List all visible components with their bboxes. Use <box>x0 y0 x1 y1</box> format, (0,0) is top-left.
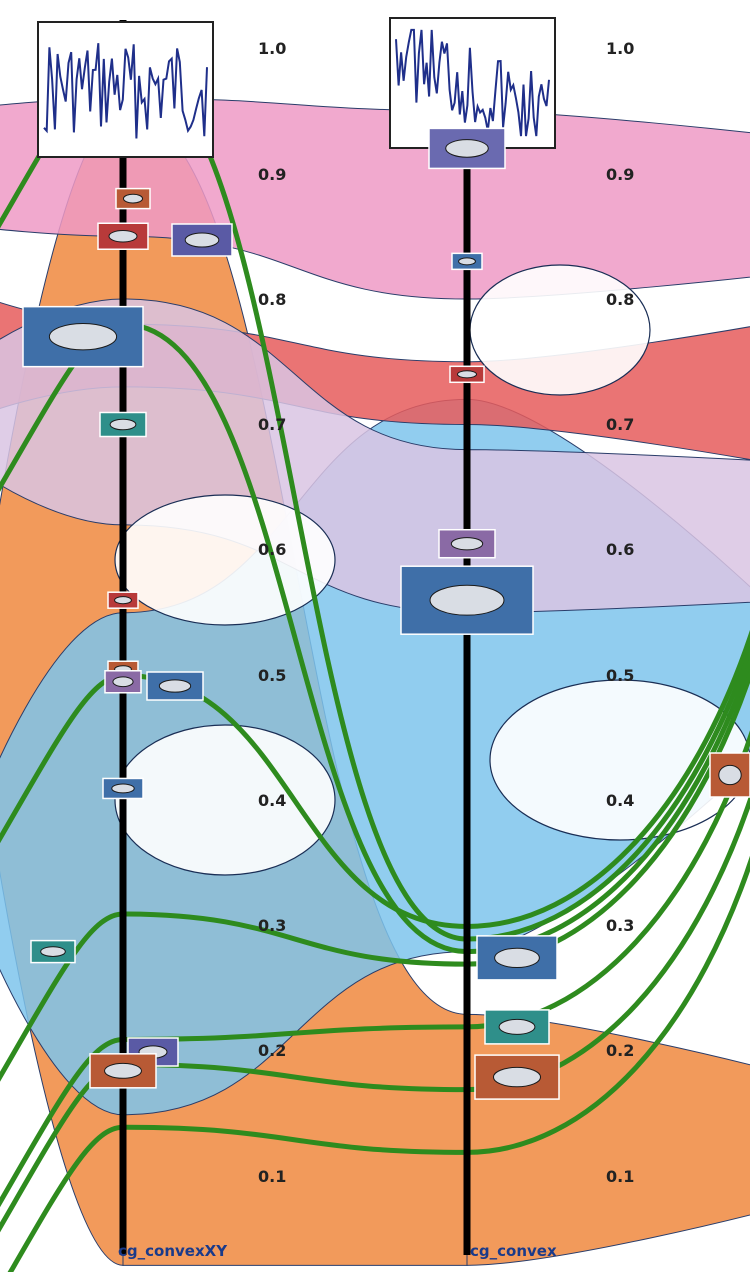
highlighted-polyline[interactable] <box>0 644 750 1094</box>
shape-icon <box>492 1066 542 1088</box>
shape-icon <box>718 764 742 786</box>
highlighted-polyline[interactable] <box>0 607 750 930</box>
axis-cg-convex: 0.1 0.2 0.3 0.4 0.5 0.6 0.7 0.8 0.9 1.0 … <box>389 17 634 1260</box>
shape-icon <box>158 679 192 693</box>
tick-label: 0.6 <box>258 540 286 559</box>
tick-label: 0.9 <box>258 165 286 184</box>
histogram-sparkline <box>395 28 550 137</box>
shape-icon <box>450 537 484 551</box>
highlighted-polyline[interactable] <box>0 832 750 1272</box>
shape-thumbnail[interactable] <box>484 1009 550 1045</box>
shape-thumbnail[interactable] <box>22 305 144 368</box>
shape-thumbnails <box>22 127 750 1100</box>
shape-thumbnail[interactable] <box>30 939 76 964</box>
tick-label: 0.1 <box>258 1167 286 1186</box>
shape-thumbnail[interactable] <box>102 777 144 800</box>
shape-thumbnail[interactable] <box>451 252 483 271</box>
shape-icon <box>48 322 118 351</box>
shape-icon <box>122 193 144 204</box>
tick-label: 0.2 <box>258 1041 286 1060</box>
shape-icon <box>429 584 505 616</box>
shape-icon <box>456 370 478 379</box>
tick-label: 1.0 <box>258 39 286 58</box>
axis-title[interactable]: cg_convexXY <box>118 1242 228 1260</box>
tick-label: 0.7 <box>258 415 286 434</box>
histogram-sparkline <box>43 43 208 139</box>
flow-band-right <box>466 449 750 614</box>
shape-thumbnail[interactable] <box>97 222 149 250</box>
tick-label: 0.4 <box>258 791 286 810</box>
shape-thumbnail[interactable] <box>428 127 506 170</box>
tick-label: 1.0 <box>606 39 634 58</box>
tick-label: 0.8 <box>258 290 286 309</box>
shape-icon <box>104 1062 142 1079</box>
band-gap <box>114 724 336 876</box>
band-gap <box>114 494 336 626</box>
axis-title[interactable]: cg_convex <box>470 1242 557 1260</box>
shape-thumbnail[interactable] <box>474 1054 560 1100</box>
shape-icon <box>494 947 540 969</box>
shape-icon <box>109 418 137 431</box>
highlighted-polyline[interactable] <box>0 707 750 1220</box>
shape-icon <box>114 596 132 605</box>
shape-thumbnail[interactable] <box>115 187 151 210</box>
shape-icon <box>108 230 138 243</box>
band-gap <box>469 264 651 396</box>
tick-label: 0.9 <box>606 165 634 184</box>
shape-thumbnail[interactable] <box>438 528 496 559</box>
histogram-thumbnail <box>37 21 214 158</box>
tick-label: 0.5 <box>606 666 634 685</box>
tick-label: 0.6 <box>606 540 634 559</box>
axis-cg-convexXY: 0.1 0.2 0.3 0.4 0.5 0.6 0.7 0.8 0.9 1.0 … <box>37 20 286 1260</box>
shape-icon <box>184 232 220 248</box>
shape-thumbnail[interactable] <box>171 223 233 257</box>
shape-thumbnail[interactable] <box>476 935 558 981</box>
shape-icon <box>458 257 476 266</box>
tick-label: 0.2 <box>606 1041 634 1060</box>
shape-thumbnail[interactable] <box>104 670 142 694</box>
shape-icon <box>498 1018 536 1035</box>
shape-thumbnail[interactable] <box>99 411 147 438</box>
shape-thumbnail[interactable] <box>449 365 485 384</box>
tick-label: 0.4 <box>606 791 634 810</box>
shape-thumbnail[interactable] <box>146 671 204 701</box>
tick-label: 0.8 <box>606 290 634 309</box>
shape-thumbnail[interactable] <box>400 565 534 635</box>
tick-label: 0.3 <box>258 916 286 935</box>
thumbnail-frame <box>400 565 534 635</box>
shape-icon <box>111 783 135 794</box>
shape-icon <box>112 676 134 688</box>
shape-icon <box>40 946 66 957</box>
tick-label: 0.7 <box>606 415 634 434</box>
highlighted-lines-layer <box>0 58 750 1272</box>
shape-thumbnail[interactable] <box>89 1053 157 1089</box>
tick-label: 0.5 <box>258 666 286 685</box>
tick-label: 0.1 <box>606 1167 634 1186</box>
tick-label: 0.3 <box>606 916 634 935</box>
highlighted-polyline[interactable] <box>0 770 750 1245</box>
shape-icon <box>445 139 489 158</box>
thumbnail-frame <box>99 411 147 438</box>
flow-band-left <box>0 612 124 1116</box>
shape-thumbnail[interactable] <box>709 752 750 798</box>
shape-thumbnail[interactable] <box>107 591 139 609</box>
